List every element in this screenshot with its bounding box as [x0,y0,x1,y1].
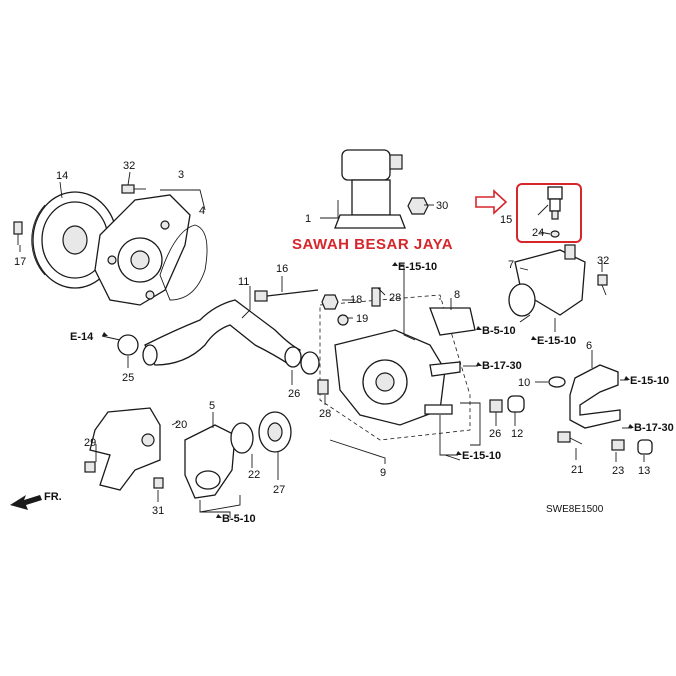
part-number-labels: 14 32 3 4 17 1 30 16 11 25 26 18 19 28 2… [14,160,650,517]
label-15: 12 [511,428,523,440]
bolt-28-lower [317,379,329,395]
label-12: 6 [586,340,592,352]
label-16: 13 [638,465,650,477]
leader-lines [19,171,645,518]
front-arrow-icon [10,495,42,510]
water-pump-part [94,194,191,306]
label-27: 26 [489,428,501,440]
bracket-17 [89,407,161,491]
store-watermark: SAWAH BESAR JAYA [292,236,453,253]
label-26a: 25 [122,372,134,384]
clip-13 [548,376,566,388]
ref-e-15-10-top: E-15-10 [398,261,437,273]
label-14: 11 [238,276,249,288]
label-13: 10 [518,377,530,389]
bolt-19 [254,289,319,302]
clip-24 [611,439,625,451]
front-label: FR. [44,491,62,503]
label-5: 14 [56,170,68,182]
gasket-4 [159,224,208,301]
temp-sensor-18 [547,186,563,220]
ref-e-14: E-14 [70,331,94,343]
highlight-arrow [475,189,508,215]
label-10: 9 [380,467,386,479]
part-23 [337,314,349,326]
o-ring-26-left [117,334,139,356]
label-28a: 28 [389,292,401,304]
ref-e-15-10-mid: E-15-10 [537,335,576,347]
label-9: 7 [508,259,514,271]
label-23: 19 [356,313,368,325]
label-29: 30 [436,200,448,212]
label-1: 1 [305,213,311,225]
thermostat-cover-8 [184,424,236,499]
part-22 [321,294,339,310]
thermostat-housing-10 [334,329,461,426]
bolt-20 [13,221,23,245]
label-4: 4 [199,205,205,217]
cap-16 [637,439,653,455]
nut-29 [407,197,429,215]
label-19: 16 [276,263,288,275]
ref-e-15-10-right: E-15-10 [630,375,669,387]
washer-25 [550,230,560,238]
ref-b-17-30-mid: B-17-30 [482,360,522,372]
ref-b-5-10-left: B-5-10 [222,513,256,525]
egr-valve-1 [334,149,406,229]
o-ring-26-right [300,351,320,375]
bolt-30 [84,461,96,473]
bolt-21 [557,431,583,445]
water-outlet-9 [508,244,586,317]
highlight-box [516,183,582,243]
gasket-7 [230,422,254,454]
label-32a: 32 [123,160,135,172]
thermostat-6 [258,411,292,453]
label-26b: 26 [288,388,300,400]
reference-arrows [102,262,634,518]
label-6: 27 [273,484,285,496]
label-7: 22 [248,469,260,481]
bolt-28-top [371,287,381,307]
cap-15 [507,395,525,413]
bypass-pipe-12 [569,364,621,429]
ref-e-15-10-bottom: E-15-10 [462,450,501,462]
label-31: 31 [152,505,164,517]
label-17: 20 [175,419,187,431]
ref-b-5-10-right: B-5-10 [482,325,516,337]
label-32b: 32 [597,255,609,267]
clip-27 [489,399,503,413]
diagram-code: SWE8E1500 [546,504,604,515]
bolt-31 [153,477,164,489]
label-3: 3 [178,169,184,181]
gasket-11 [429,307,476,336]
label-21: 21 [571,464,583,476]
label-25: 24 [532,227,544,239]
label-20: 17 [14,256,26,268]
label-22: 18 [350,294,362,306]
ref-b-17-30-right: B-17-30 [634,422,674,434]
label-8: 5 [209,400,215,412]
label-11: 8 [454,289,460,301]
bolt-32-right [597,274,608,296]
label-30: 29 [84,437,96,449]
bolt-32-left [121,184,146,194]
label-28b: 28 [319,408,331,420]
reference-labels: E-15-10 E-15-10 E-15-10 E-15-10 B-5-10 B… [70,261,674,525]
label-18: 15 [500,214,512,226]
hose-14 [142,299,302,368]
group-box-10 [319,294,471,441]
label-24: 23 [612,465,624,477]
